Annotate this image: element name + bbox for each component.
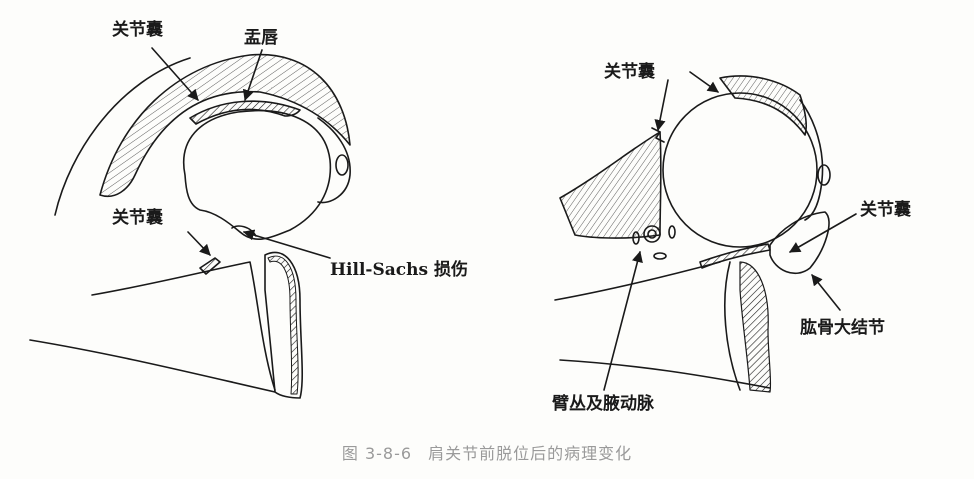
left-scapula-hatch bbox=[267, 255, 299, 395]
right-coracoid bbox=[817, 164, 831, 186]
caption-text: 肩关节前脱位后的病理变化 bbox=[428, 444, 633, 463]
arrow-brachial-plexus bbox=[603, 250, 643, 391]
left-outer-contour bbox=[54, 57, 191, 216]
left-scapula bbox=[317, 117, 351, 204]
left-coracoid bbox=[335, 154, 349, 176]
label-right-capsule-lower: 关节囊 bbox=[860, 200, 911, 220]
left-humeral-head bbox=[183, 109, 332, 240]
left-diagram bbox=[29, 47, 351, 399]
right-greater-tuberosity bbox=[769, 211, 830, 274]
left-capsule-fibers bbox=[99, 53, 351, 197]
right-humeral-head bbox=[662, 92, 818, 248]
arrow-right-capsule-top-a bbox=[654, 79, 669, 132]
arrow-labrum bbox=[242, 49, 263, 102]
label-greater-tuberosity: 肱骨大结节 bbox=[800, 318, 885, 338]
right-scapula-body bbox=[739, 261, 772, 393]
arrow-greater-tuberosity bbox=[811, 274, 841, 311]
label-left-capsule-top: 关节囊 bbox=[112, 20, 163, 40]
right-shaft-lower bbox=[559, 359, 771, 389]
label-brachial-plexus: 臂丛及腋动脉 bbox=[552, 394, 654, 414]
right-capsule-fibers bbox=[559, 131, 662, 239]
arrow-left-capsule-top bbox=[151, 47, 199, 101]
label-right-capsule-top: 关节囊 bbox=[604, 62, 655, 82]
label-left-capsule-lower: 关节囊 bbox=[112, 208, 163, 228]
figure-caption: 图 3-8-6 肩关节前脱位后的病理变化 bbox=[0, 440, 974, 464]
arrow-left-capsule-lower bbox=[187, 231, 211, 256]
arrow-right-capsule-top-b bbox=[689, 71, 719, 93]
arrow-hill-sachs bbox=[242, 229, 331, 259]
right-shaft-upper bbox=[554, 261, 721, 301]
arrow-right-capsule-lower bbox=[789, 213, 857, 253]
left-labrum bbox=[189, 100, 301, 125]
label-labrum: 盂唇 bbox=[244, 28, 278, 48]
label-hill-sachs: Hill-Sachs 损伤 bbox=[330, 260, 468, 280]
left-scapula-body bbox=[264, 251, 304, 399]
right-capsule-top-fragment bbox=[719, 75, 807, 136]
left-shaft-lower bbox=[29, 339, 276, 393]
right-diagram bbox=[554, 71, 857, 393]
left-humerus-shaft bbox=[91, 261, 276, 391]
right-scapula bbox=[799, 99, 824, 221]
right-plexus-vessels bbox=[632, 225, 676, 260]
caption-number: 图 3-8-6 bbox=[341, 444, 413, 463]
right-scapula-outline bbox=[724, 261, 741, 391]
